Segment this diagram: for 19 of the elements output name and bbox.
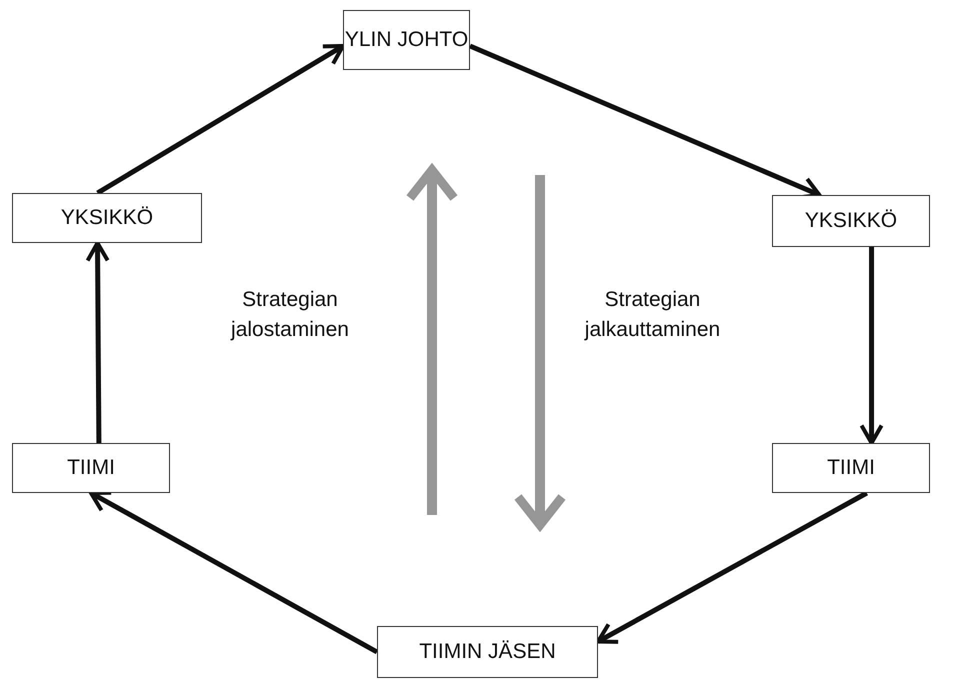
arrow bbox=[96, 44, 345, 196]
process-box bbox=[772, 195, 930, 247]
process-box bbox=[12, 193, 202, 243]
process-box bbox=[377, 626, 598, 678]
process-box bbox=[12, 443, 170, 493]
box-label: TIIMIN JÄSEN bbox=[419, 640, 556, 664]
arrow bbox=[860, 247, 884, 445]
arrow bbox=[86, 241, 110, 444]
strategy-label: Strategian jalostaminen bbox=[230, 287, 350, 344]
process-box bbox=[772, 443, 930, 493]
strategy-label: Strategian jalkauttaminen bbox=[583, 287, 722, 344]
box-label: TIIMI bbox=[827, 456, 875, 480]
box-label: YLIN JOHTO bbox=[344, 28, 468, 52]
arrow bbox=[596, 490, 868, 644]
box-label: YKSIKKÖ bbox=[804, 209, 898, 233]
box-label: TIIMI bbox=[67, 456, 115, 480]
box-label: YKSIKKÖ bbox=[60, 206, 154, 230]
process-box bbox=[343, 10, 470, 70]
arrow bbox=[89, 490, 378, 654]
